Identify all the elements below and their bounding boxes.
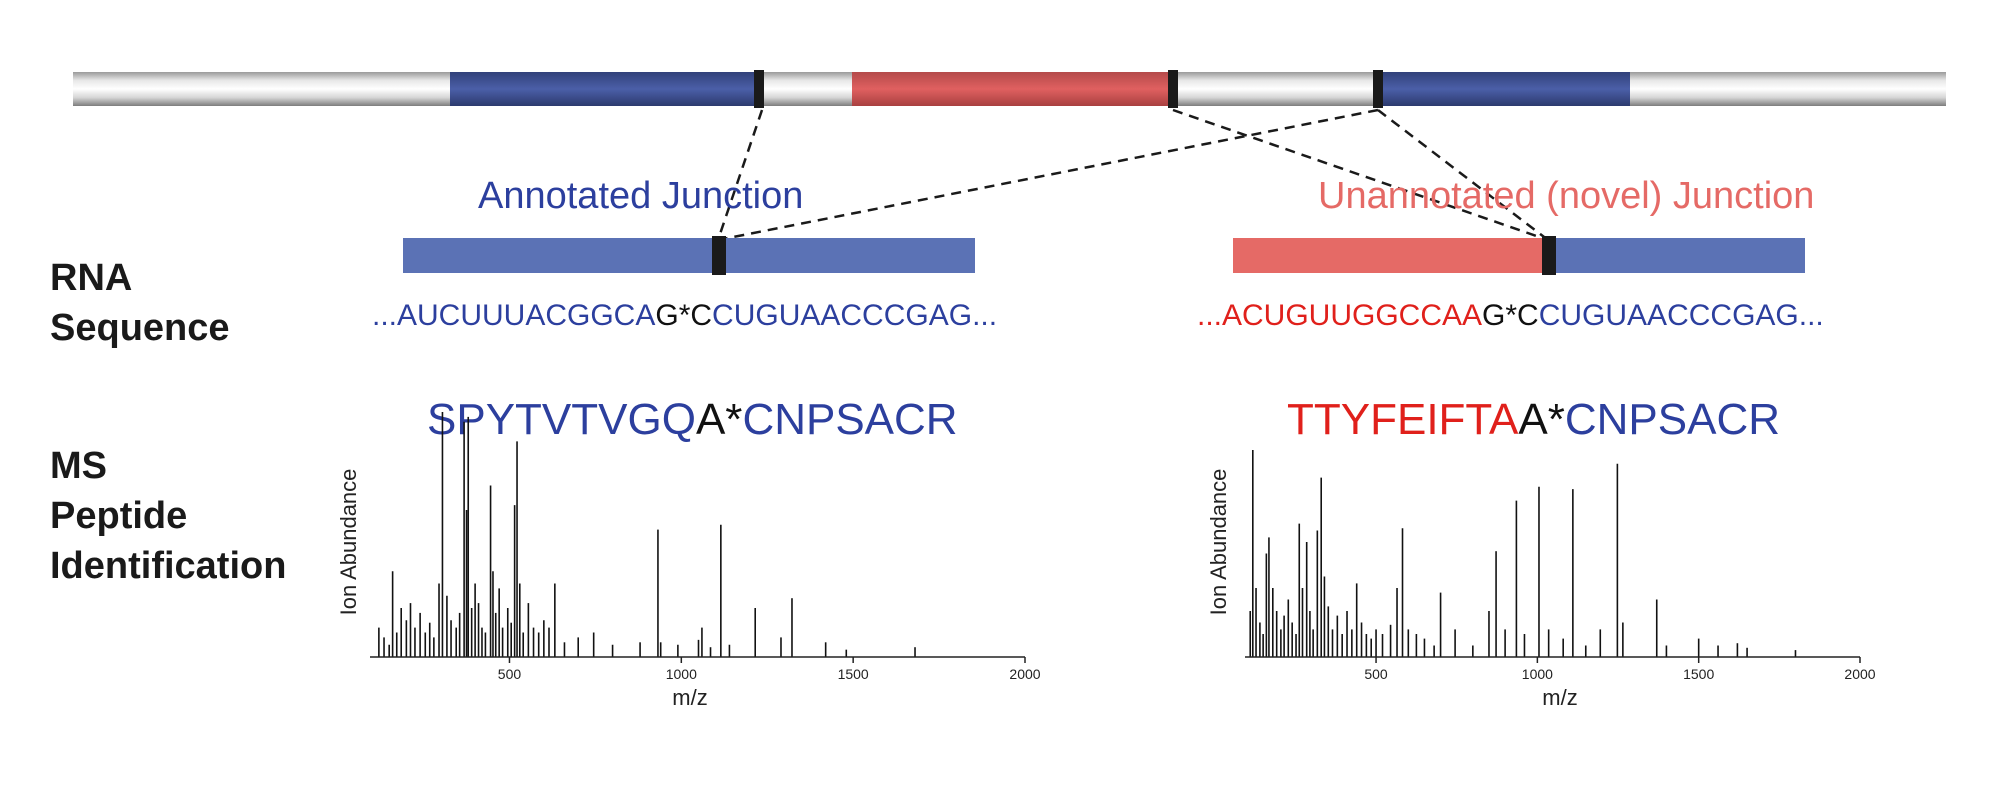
splice-site-1	[754, 70, 764, 108]
novel-seq-left: ...ACUGUUGGCCAA	[1197, 299, 1482, 332]
x-axis-ticks: 500 1000 1500 2000	[498, 657, 1041, 682]
annotated-seq-junction: G*C	[655, 299, 712, 332]
annotated-pep-junction: A*	[696, 395, 742, 444]
ms-row-label: MS Peptide Identification	[50, 445, 286, 587]
novel-ms-spectrum: 500 1000 1500 2000 m/z Ion Abundance	[1206, 450, 1876, 710]
annotated-junction-panel: Annotated Junction ...AUCUUUACGGCAG*CCUG…	[372, 175, 997, 444]
novel-pep-left: TTYFEIFTA	[1287, 395, 1519, 444]
spectrum-peaks	[1249, 450, 1797, 657]
novel-pep-junction: A*	[1518, 395, 1564, 444]
x-tick-label-2000: 2000	[1844, 666, 1875, 682]
x-axis-ticks: 500 1000 1500 2000	[1364, 657, 1876, 682]
ms-label-line3: Identification	[50, 545, 286, 587]
annotated-peptide: SPYTVTVGQA*CNPSACR	[427, 395, 958, 444]
rna-label-line1: RNA	[50, 257, 132, 299]
y-axis-title: Ion Abundance	[1206, 469, 1231, 616]
connector-novel-right	[1377, 109, 1549, 241]
exon-1-blue	[450, 72, 755, 106]
exon-2-red	[852, 72, 1174, 106]
rna-row-label: RNA Sequence	[50, 257, 230, 349]
splice-site-2	[1168, 70, 1178, 108]
annotated-junction-title: Annotated Junction	[478, 175, 803, 217]
x-tick-label-500: 500	[1364, 666, 1388, 682]
x-tick-label-500: 500	[498, 666, 522, 682]
x-tick-label-1500: 1500	[838, 666, 869, 682]
annotated-pep-right: CNPSACR	[742, 395, 957, 444]
x-axis-title: m/z	[672, 685, 707, 710]
annotated-seq-right: CUGUAACCCGAG...	[712, 299, 997, 332]
x-tick-label-2000: 2000	[1009, 666, 1040, 682]
x-tick-label-1500: 1500	[1683, 666, 1714, 682]
ms-label-line2: Peptide	[50, 495, 187, 537]
genome-track	[73, 70, 1946, 108]
connector-annotated-left	[716, 109, 764, 241]
exon-3-blue	[1380, 72, 1630, 106]
novel-junction-panel: Unannotated (novel) Junction ...ACUGUUGG…	[1197, 175, 1824, 444]
y-axis-title: Ion Abundance	[336, 469, 361, 616]
spectrum-peaks	[378, 412, 916, 657]
x-axis-title: m/z	[1542, 685, 1577, 710]
x-tick-label-1000: 1000	[666, 666, 697, 682]
annotated-rna-bar	[403, 238, 975, 273]
x-tick-label-1000: 1000	[1522, 666, 1553, 682]
rna-label-line2: Sequence	[50, 307, 230, 349]
novel-seq-right: CUGUAACCCGAG...	[1539, 299, 1824, 332]
annotated-ms-spectrum: 500 1000 1500 2000 m/z Ion Abundance	[336, 412, 1041, 710]
annotated-junction-marker	[712, 236, 726, 275]
novel-seq-junction: G*C	[1482, 299, 1539, 332]
connector-novel-left	[1172, 108, 1549, 242]
novel-rna-sequence: ...ACUGUUGGCCAAG*CCUGUAACCCGAG...	[1197, 299, 1824, 332]
novel-junction-marker	[1542, 236, 1556, 275]
novel-peptide: TTYFEIFTAA*CNPSACR	[1287, 395, 1780, 444]
annotated-seq-left: ...AUCUUUACGGCA	[372, 299, 655, 332]
junction-connectors	[716, 108, 1549, 242]
novel-pep-right: CNPSACR	[1565, 395, 1780, 444]
annotated-pep-left: SPYTVTVGQ	[427, 395, 696, 444]
novel-rna-bar-red	[1233, 238, 1548, 273]
connector-annotated-right	[717, 108, 1379, 242]
annotated-rna-sequence: ...AUCUUUACGGCAG*CCUGUAACCCGAG...	[372, 299, 997, 332]
novel-rna-bar-blue	[1548, 238, 1805, 273]
splice-site-3	[1373, 70, 1383, 108]
novel-junction-title: Unannotated (novel) Junction	[1318, 175, 1814, 217]
ms-label-line1: MS	[50, 445, 107, 487]
